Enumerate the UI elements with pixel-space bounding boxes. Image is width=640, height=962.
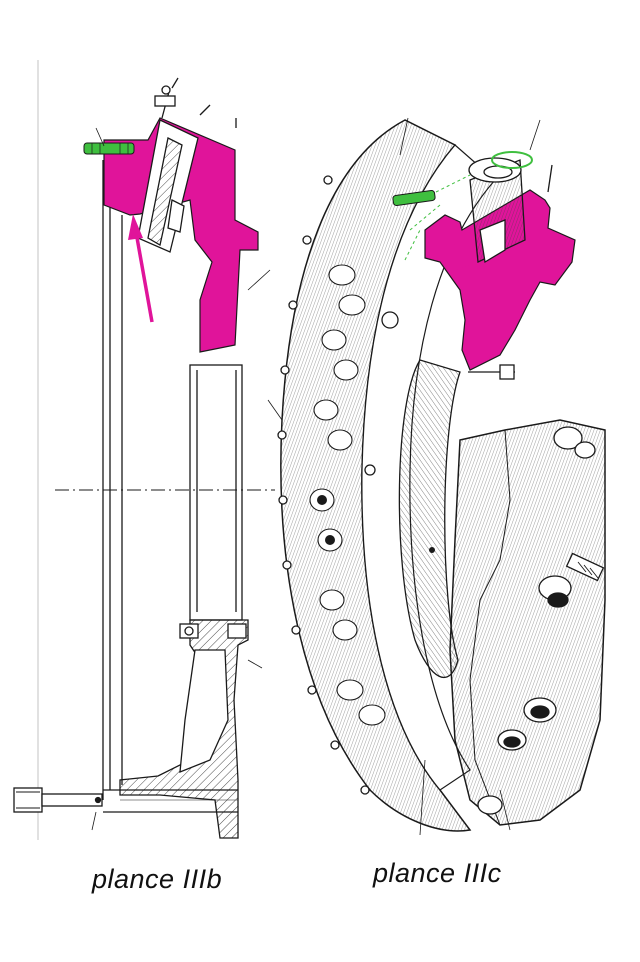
central-bore bbox=[398, 359, 461, 679]
figure-IIIc bbox=[267, 117, 606, 836]
pointer-arrow-IIIb bbox=[128, 214, 154, 323]
cylinder-ports bbox=[309, 264, 386, 726]
tie-rod bbox=[13, 787, 103, 813]
caption-plance-IIIb: plance IIIb bbox=[92, 864, 223, 894]
housing-inner-face bbox=[361, 144, 496, 791]
head-ports bbox=[477, 426, 596, 815]
figure-IIIb bbox=[13, 60, 275, 840]
stud-bolt-IIIc bbox=[392, 151, 533, 261]
liner-tube bbox=[189, 364, 243, 621]
rim-bolt-holes bbox=[277, 175, 370, 795]
cylinder-head-segment bbox=[449, 419, 606, 826]
pointer-arrow-IIIc bbox=[454, 244, 492, 326]
caption-plance-IIIc: plance IIIc bbox=[373, 858, 502, 888]
highlight-flange-IIIb bbox=[103, 117, 259, 353]
stud-bolt-IIIb bbox=[83, 142, 135, 155]
side-fitting bbox=[565, 552, 605, 582]
